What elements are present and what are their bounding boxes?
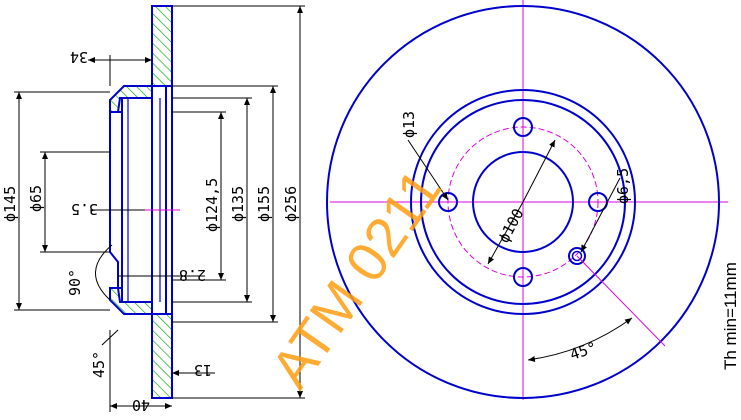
bolt-circle bbox=[447, 126, 599, 278]
dim-a45-left: 45° bbox=[90, 351, 108, 378]
dim-a45-right: 45° bbox=[568, 338, 599, 363]
bolt-hole-top bbox=[513, 117, 533, 137]
section-hat-bottom bbox=[109, 287, 153, 315]
dim-w40: 40 bbox=[132, 396, 150, 414]
dim-d155: ϕ155 bbox=[255, 186, 273, 222]
dim-a90: 90° bbox=[66, 269, 84, 296]
dim-d256: ϕ256 bbox=[282, 186, 300, 222]
dim-d6-5: ϕ6,5 bbox=[614, 168, 632, 204]
dim-w3-5: 3.5 bbox=[71, 200, 98, 218]
bolt-hole-bottom bbox=[513, 267, 533, 287]
bolt-hole-left bbox=[438, 192, 458, 212]
section-ring-bottom bbox=[151, 313, 173, 399]
section-ring-top bbox=[151, 5, 173, 87]
thickness-note: Th min=11mm bbox=[721, 262, 740, 370]
dim-d145: ϕ145 bbox=[1, 186, 19, 222]
cross-section: ϕ256 ϕ155 ϕ135 ϕ124,5 ϕ145 ϕ65 34 3.5 2.… bbox=[1, 5, 305, 414]
dim-w34: 34 bbox=[70, 48, 88, 66]
dim-w13: 13 bbox=[194, 361, 212, 379]
friction-inner bbox=[410, 89, 636, 315]
dim-w2-8: 2.8 bbox=[179, 266, 206, 284]
dim-d13: ϕ13 bbox=[400, 111, 418, 138]
dim-d65: ϕ65 bbox=[27, 185, 45, 212]
dim-d124: ϕ124,5 bbox=[203, 178, 221, 232]
hat-outer bbox=[420, 99, 626, 305]
section-hat-top bbox=[109, 85, 153, 113]
dim-d135: ϕ135 bbox=[229, 186, 247, 222]
section-hub-face bbox=[109, 111, 123, 289]
outer-disc bbox=[326, 5, 720, 399]
hub-bore bbox=[472, 151, 574, 253]
diameter-dimensions bbox=[14, 5, 305, 412]
pilot-hole-outer bbox=[568, 247, 586, 265]
pilot-hole-inner bbox=[571, 250, 583, 262]
